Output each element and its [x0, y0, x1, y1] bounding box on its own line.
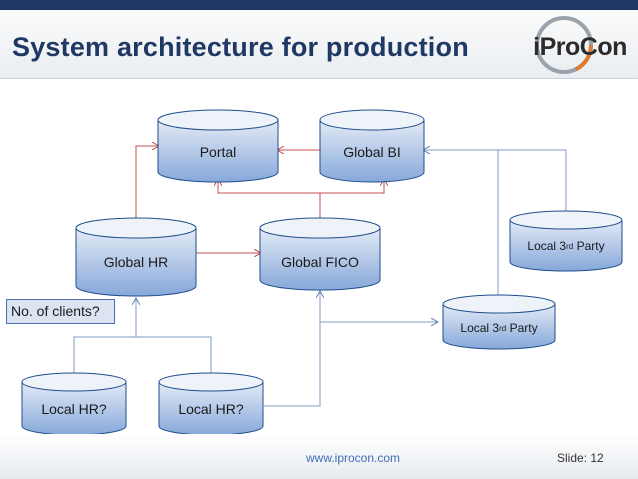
- connector-localhr-to-hr: [73, 299, 136, 376]
- node-label-prefix: Local 3: [460, 321, 500, 335]
- cylinder-portal: [157, 109, 279, 183]
- cylinder-global-bi: [319, 109, 425, 183]
- connector-localhr2-to-fico: [264, 292, 320, 407]
- logo-ring-icon: [535, 16, 593, 74]
- node-local-hr-1: Local HR?: [41, 401, 107, 417]
- slide-footer: [0, 434, 638, 479]
- node-global-fico: Global FICO: [281, 254, 359, 270]
- cylinder-local-3rd-party-2: [442, 294, 556, 350]
- connector-hr-to-portal: [135, 146, 158, 228]
- cylinder-local-hr-2: [158, 372, 264, 436]
- node-portal: Portal: [199, 144, 237, 160]
- connectors-blue: [73, 150, 567, 407]
- iprocon-logo: iProCon: [528, 14, 632, 76]
- slide-number: Slide: 12: [557, 451, 604, 465]
- connector-localhr2-to-hr: [136, 336, 212, 376]
- website-link[interactable]: www.iprocon.com: [305, 451, 401, 465]
- node-label-sup: rd: [566, 241, 574, 251]
- slide-header: [0, 10, 638, 78]
- logo-text: iProCon: [533, 33, 627, 61]
- connector-local3rd-to-bi: [424, 150, 567, 213]
- connector-fico-to-portal-bi: [218, 180, 321, 222]
- cylinder-local-3rd-party-1: [509, 210, 623, 272]
- node-local-hr-2: Local HR?: [178, 401, 244, 417]
- connector-fico-to-bi: [320, 180, 384, 194]
- node-global-hr: Global HR: [103, 254, 169, 270]
- header-divider: [0, 78, 638, 79]
- connectors-red: [135, 146, 384, 253]
- cylinder-global-hr: [75, 217, 197, 297]
- cylinder-global-fico: [259, 217, 381, 291]
- page-title: System architecture for production: [12, 32, 469, 62]
- node-label-suffix: Party: [573, 239, 605, 253]
- top-accent-bar: [0, 0, 638, 10]
- node-label-sup: rd: [499, 323, 507, 333]
- cylinder-local-hr-1: [21, 372, 127, 436]
- node-global-bi: Global BI: [343, 144, 401, 160]
- node-label-prefix: Local 3: [527, 239, 567, 253]
- clients-callout: No. of clients?: [6, 299, 115, 324]
- node-label-suffix: Party: [506, 321, 538, 335]
